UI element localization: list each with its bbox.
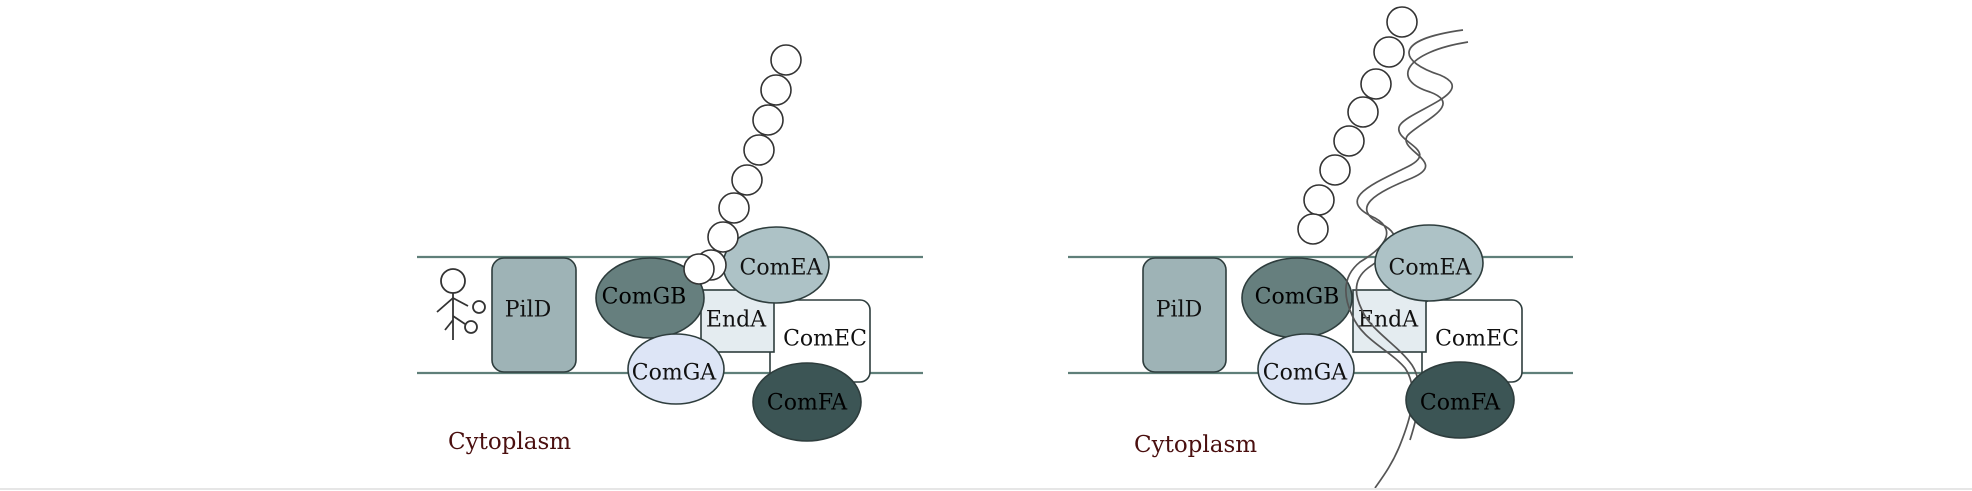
comea-label: ComEA: [1389, 256, 1473, 281]
panel-right: PilD ComEC EndA ComGB ComGA ComEA ComFA: [1068, 6, 1573, 489]
dna-bead: [718, 192, 750, 224]
comea-label: ComEA: [740, 256, 824, 281]
dna-strand: [1355, 41, 1469, 441]
dna-bead: [743, 134, 775, 166]
dna-bead: [707, 221, 739, 253]
comea-ellipse: [1374, 224, 1484, 302]
dna-bead: [752, 104, 784, 136]
dna-bead: [1303, 184, 1335, 216]
comga-ellipse: [1257, 333, 1355, 405]
comfa-label: ComFA: [767, 391, 848, 416]
pild-label: PilD: [505, 298, 552, 323]
dna-bead: [1319, 154, 1351, 186]
dna-bead: [1386, 6, 1418, 38]
dna-bead: [1297, 213, 1329, 245]
dna-bead: [770, 44, 802, 76]
comgb-label: ComGB: [1255, 285, 1340, 310]
cytoplasm-caption: Cytoplasm: [1134, 432, 1257, 458]
dna-bead: [760, 74, 792, 106]
pild-box: [1142, 257, 1227, 373]
dna-bead: [1373, 36, 1405, 68]
dna-bead: [683, 253, 715, 285]
comec-label: ComEC: [783, 327, 867, 352]
comgb-ellipse: [595, 257, 705, 339]
pild-label: PilD: [1156, 298, 1203, 323]
comfa-ellipse: [752, 362, 862, 442]
dna-bead-chain: [1297, 6, 1418, 245]
comgb-label: ComGB: [602, 285, 687, 310]
dna-bead: [731, 164, 763, 196]
dna-bead: [1360, 68, 1392, 100]
dna-bead: [1333, 125, 1365, 157]
pilus-figure-icon: [436, 268, 486, 340]
dna-bead: [1347, 96, 1379, 128]
panel-left: PilD ComEC EndA ComGB ComGA ComEA ComFA: [417, 44, 923, 455]
comga-ellipse: [627, 333, 725, 405]
comfa-label: ComFA: [1420, 391, 1501, 416]
comga-label: ComGA: [632, 361, 718, 386]
comga-label: ComGA: [1263, 361, 1349, 386]
enda-label: EndA: [706, 308, 767, 333]
comec-label: ComEC: [1435, 327, 1519, 352]
cytoplasm-caption: Cytoplasm: [448, 429, 571, 455]
comfa-ellipse: [1405, 361, 1515, 439]
pild-box: [491, 257, 577, 373]
dna-bead-chain: [683, 44, 802, 285]
